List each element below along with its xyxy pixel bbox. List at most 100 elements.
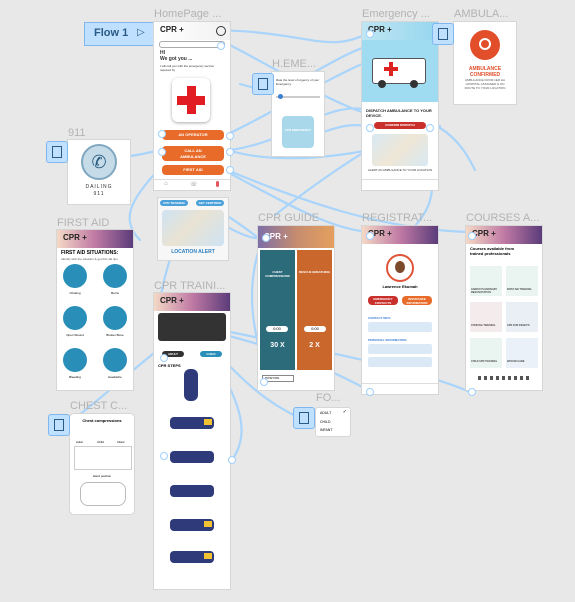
child-chip[interactable]: CHILD xyxy=(200,351,222,357)
confirm-dispatch-button[interactable]: CONFIRM DISPATCH xyxy=(374,122,426,129)
interaction-node-emergency[interactable] xyxy=(432,23,454,45)
connection-dot[interactable] xyxy=(262,234,270,242)
cpr-training-frame[interactable]: CPR + ADULT CHILD CPR STEPS xyxy=(154,293,230,589)
emergency-contacts-tab[interactable]: EMERGENCY CONTACTS xyxy=(368,296,398,305)
dropdown-option-child[interactable]: CHILD xyxy=(320,420,331,424)
interaction-node-911[interactable] xyxy=(46,141,68,163)
frame-label-chest[interactable]: CHEST C... xyxy=(70,400,128,412)
frame-label-fo[interactable]: FO... xyxy=(316,392,341,404)
urgency-slider-thumb[interactable] xyxy=(278,94,283,99)
connection-dot[interactable] xyxy=(426,124,434,132)
frame-label-courses[interactable]: COURSES A... xyxy=(466,212,540,224)
frame-label-ambulance[interactable]: AMBULA... xyxy=(454,8,509,20)
profile-icon[interactable] xyxy=(216,26,226,36)
connection-dot[interactable] xyxy=(226,132,234,140)
phone-icon[interactable]: ☏ xyxy=(190,182,198,188)
dial-911-frame[interactable]: ✆ DAILING 911 xyxy=(68,140,130,204)
connection-dot[interactable] xyxy=(158,130,166,138)
connection-dot[interactable] xyxy=(228,456,236,464)
phone-call-icon[interactable]: ✆ xyxy=(81,144,117,180)
home-emergency-frame[interactable]: Rate the level of urgency of your Emerge… xyxy=(272,72,324,156)
connection-dot[interactable] xyxy=(160,354,168,362)
frame-label-911[interactable]: 911 xyxy=(68,127,86,139)
first-aid-item-1[interactable] xyxy=(63,264,87,288)
search-bar[interactable] xyxy=(159,41,225,48)
personal-field-1[interactable] xyxy=(368,344,432,354)
contact-info-heading: CONTACT INFO xyxy=(368,316,391,320)
cpr-emergency-button[interactable]: CPR EMERGENCY xyxy=(282,116,314,148)
first-aid-button[interactable]: FIRST AID xyxy=(162,165,224,175)
frame-label-home[interactable]: HomePage ... xyxy=(154,8,222,20)
connection-dot[interactable] xyxy=(468,388,476,396)
rescue-breathing-panel[interactable] xyxy=(297,250,332,370)
connection-dot[interactable] xyxy=(226,148,234,156)
frame-label-emergency[interactable]: Emergency ... xyxy=(362,8,430,20)
flow-start-tag[interactable]: Flow 1 ▷ xyxy=(84,22,154,46)
courses-frame[interactable]: CPR + Courses available from trained pro… xyxy=(466,226,542,390)
home-icon[interactable]: ⌂ xyxy=(164,181,168,187)
first-aid-item-5[interactable] xyxy=(63,348,87,372)
connection-dot[interactable] xyxy=(158,148,166,156)
first-aid-item-3[interactable] xyxy=(63,306,87,330)
personal-field-2[interactable] xyxy=(368,357,432,367)
call-ambulance-button[interactable]: CALL AN AMBULANCE xyxy=(162,146,224,161)
frame-label-cpr-guide[interactable]: CPR GUIDE xyxy=(258,212,320,224)
course-card-5[interactable] xyxy=(470,338,502,368)
first-aid-item-6-label: Headache xyxy=(108,375,122,379)
operator-button[interactable]: AN OPERATOR xyxy=(162,130,224,140)
connection-dot[interactable] xyxy=(468,232,476,240)
course-card-1[interactable] xyxy=(470,266,502,296)
course-card-2[interactable] xyxy=(506,266,538,296)
red-cross-icon[interactable] xyxy=(172,78,210,122)
connection-dot[interactable] xyxy=(366,124,374,132)
dispatch-text: DISPATCH AMBULANCE TO YOUR DEVICE. xyxy=(366,108,432,118)
user-name: Lawrence Ekumah xyxy=(382,284,418,289)
dropdown-option-adult[interactable]: ADULT xyxy=(320,411,332,415)
registration-frame[interactable]: CPR + Lawrence Ekumah EMERGENCY CONTACTS… xyxy=(362,226,438,394)
get-certified-chip[interactable]: GET CERTIFIED xyxy=(196,200,224,206)
home-location-frame[interactable]: CPR TRAINING GET CERTIFIED LOCATION ALER… xyxy=(158,198,228,260)
frame-label-registration[interactable]: REGISTRAT... xyxy=(362,212,433,224)
cpr-guide-frame[interactable]: CPR + CHEST COMPRESSIONS RESCUE BREATHIN… xyxy=(258,226,334,390)
connection-dot[interactable] xyxy=(366,30,374,38)
first-aid-item-3-label: Open Wound xyxy=(66,333,84,337)
course-card-3[interactable] xyxy=(470,302,502,332)
ambulance-frame[interactable]: AMBULANCE CONFIRMED AMBULANCE FROM 1ER H… xyxy=(454,22,516,104)
course-card-4[interactable] xyxy=(506,302,538,332)
first-aid-item-2[interactable] xyxy=(103,264,127,288)
emergency-frame[interactable]: CPR + DISPATCH AMBULANCE TO YOUR DEVICE.… xyxy=(362,22,438,190)
insurance-tab[interactable]: INSURANCE INFORMATION xyxy=(402,296,432,305)
emergency-map[interactable] xyxy=(372,134,428,166)
cpr-training-chip[interactable]: CPR TRAINING xyxy=(160,200,188,206)
frame-label-first-aid[interactable]: FIRST AID xyxy=(57,217,110,229)
chest-compressions-frame[interactable]: Chest compressions Adult Child Infant Ha… xyxy=(70,414,134,514)
interaction-node-home[interactable] xyxy=(252,73,274,95)
first-aid-frame[interactable]: CPR + FIRST AID SITUATIONS: Identify wit… xyxy=(57,230,133,390)
position-dropdown[interactable]: ADULT ✓ CHILD INFANT xyxy=(316,408,350,436)
course-card-6[interactable] xyxy=(506,338,538,368)
home-note: I will call you with the emergency servi… xyxy=(160,64,215,72)
dropdown-option-infant[interactable]: INFANT xyxy=(320,428,333,432)
contact-field[interactable] xyxy=(368,322,432,332)
home-frame[interactable]: CPR + HI We got you ... I will call you … xyxy=(154,22,230,190)
chest-compressions-panel[interactable] xyxy=(260,250,295,370)
connection-dot[interactable] xyxy=(217,42,225,50)
cpr-guide-logo: CPR + xyxy=(264,232,288,241)
call-ambulance-label-2: AMBULANCE xyxy=(180,154,206,159)
urgency-slider[interactable] xyxy=(276,96,320,98)
connection-dot[interactable] xyxy=(366,388,374,396)
frame-label-cpr-training[interactable]: CPR TRAINI... xyxy=(154,280,226,292)
first-aid-item-6[interactable] xyxy=(103,348,127,372)
adult-chip[interactable]: ADULT xyxy=(162,351,184,357)
interaction-node-chest[interactable] xyxy=(48,414,70,436)
chest-compressions-title: CHEST COMPRESSIONS xyxy=(265,270,290,278)
mic-icon[interactable] xyxy=(216,181,219,187)
interaction-node-dropdown[interactable] xyxy=(293,407,315,429)
connection-dot[interactable] xyxy=(366,232,374,240)
connection-dot[interactable] xyxy=(260,378,268,386)
first-aid-item-4[interactable] xyxy=(103,306,127,330)
connection-dot[interactable] xyxy=(160,452,168,460)
connection-dot[interactable] xyxy=(226,166,234,174)
location-map[interactable] xyxy=(162,210,224,246)
frame-label-home-emergency[interactable]: H.EME... xyxy=(272,58,317,70)
